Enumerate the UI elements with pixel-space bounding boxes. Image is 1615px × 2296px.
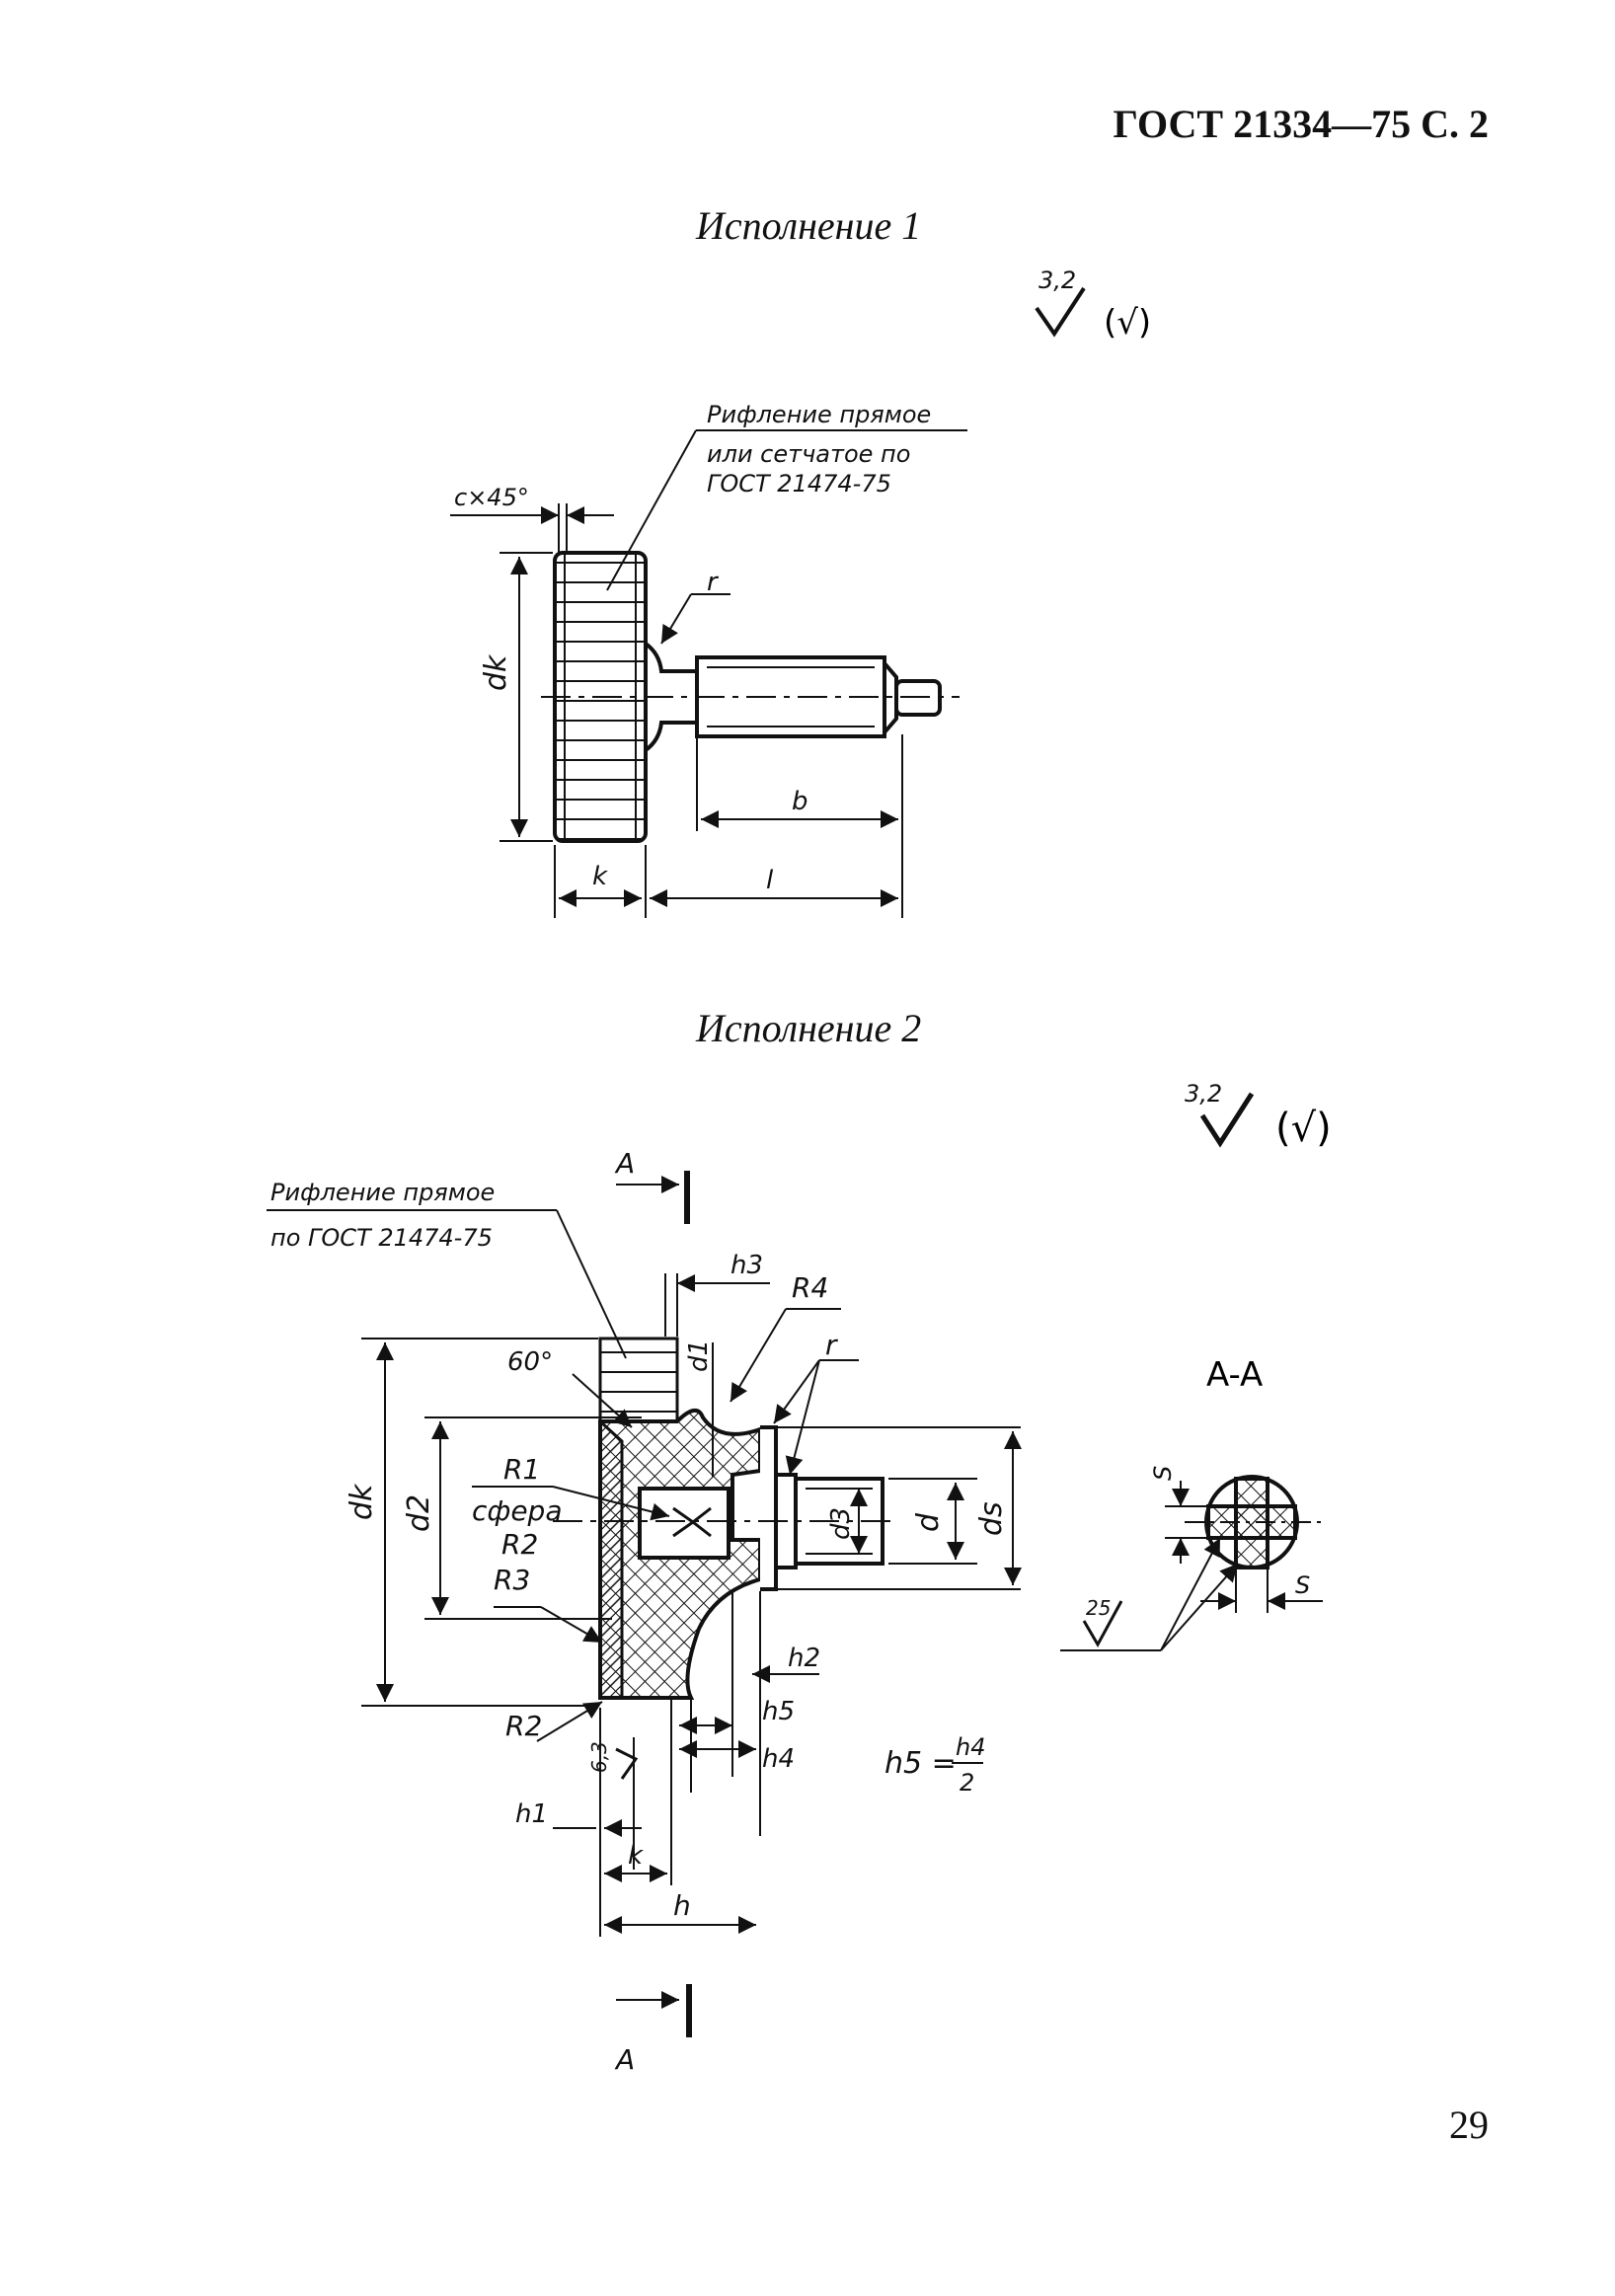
inner-cavity [638, 1487, 731, 1560]
svg-text:d2: d2 [402, 1494, 436, 1532]
formula-h5: h5 = h4 2 [884, 1733, 985, 1797]
svg-text:r: r [707, 568, 720, 597]
svg-text:2: 2 [960, 1769, 974, 1797]
svg-text:A: A [614, 1147, 635, 1180]
svg-text:6,3: 6,3 [587, 1741, 611, 1773]
svg-text:3,2: 3,2 [1185, 1080, 1222, 1108]
section-a-a: A-A S S 25 [1060, 1355, 1323, 1651]
svg-text:3,2: 3,2 [1038, 267, 1076, 294]
svg-text:(√): (√) [1104, 303, 1151, 343]
svg-text:(√): (√) [1275, 1106, 1332, 1151]
svg-text:ds: ds [974, 1501, 1009, 1536]
svg-text:d1: d1 [684, 1339, 714, 1372]
svg-text:Рифление прямое: Рифление прямое [270, 1179, 495, 1206]
svg-text:r: r [825, 1329, 838, 1361]
svg-text:dk: dk [479, 653, 513, 691]
svg-text:R2: R2 [501, 1528, 538, 1561]
svg-text:R4: R4 [792, 1271, 828, 1304]
svg-text:h3: h3 [731, 1251, 763, 1280]
svg-text:d3: d3 [826, 1507, 856, 1540]
svg-text:dk: dk [345, 1483, 379, 1520]
section-mark-top: A [614, 1147, 690, 1224]
svg-text:Рифление прямое: Рифление прямое [707, 401, 931, 428]
svg-text:l: l [766, 866, 774, 895]
svg-text:или сетчатое по: или сетчатое по [707, 440, 910, 468]
variant-1-drawing: 3,2 (√) Рифление прямое или сетчатое по … [450, 267, 1151, 918]
svg-text:h1: h1 [515, 1799, 548, 1829]
roughness-sign-2: 3,2 (√) [1185, 1080, 1332, 1151]
svg-text:c×45°: c×45° [454, 484, 529, 511]
svg-text:A: A [614, 2043, 635, 2076]
svg-text:A-A: A-A [1206, 1355, 1263, 1395]
svg-text:h5: h5 [762, 1697, 795, 1726]
roughness-sign-6-3: 6,3 [587, 1741, 639, 1780]
section-mark-bottom: A [614, 1984, 692, 2076]
roughness-sign-1: 3,2 (√) [1035, 267, 1151, 343]
svg-text:d: d [911, 1512, 946, 1532]
svg-text:S: S [1295, 1571, 1310, 1599]
variant-2-drawing: 3,2 (√) A A Рифление прямое по ГОСТ 2147… [267, 1080, 1332, 2076]
svg-text:k: k [628, 1841, 644, 1871]
svg-text:h5 =: h5 = [884, 1746, 957, 1781]
variant-2-caption: Исполнение 2 [696, 1006, 922, 1050]
svg-text:S: S [1149, 1466, 1177, 1481]
svg-text:по ГОСТ 21474-75: по ГОСТ 21474-75 [270, 1224, 493, 1252]
svg-text:сфера: сфера [472, 1494, 563, 1527]
page-number: 29 [1449, 2103, 1489, 2147]
svg-text:h2: h2 [788, 1644, 820, 1673]
knurl-note-2: Рифление прямое по ГОСТ 21474-75 [267, 1179, 627, 1359]
svg-text:60°: 60° [507, 1347, 553, 1377]
knurl-note-1: Рифление прямое или сетчатое по ГОСТ 214… [606, 401, 967, 591]
svg-text:R3: R3 [494, 1564, 530, 1596]
variant-1-caption: Исполнение 1 [696, 203, 922, 248]
svg-text:R1: R1 [503, 1453, 540, 1486]
svg-text:R2: R2 [505, 1710, 542, 1742]
svg-text:ГОСТ 21474-75: ГОСТ 21474-75 [707, 470, 891, 497]
document-header: ГОСТ 21334—75 С. 2 [1113, 102, 1489, 146]
svg-text:25: 25 [1086, 1596, 1111, 1620]
svg-text:h: h [673, 1889, 691, 1922]
svg-text:b: b [792, 787, 808, 816]
svg-text:h4: h4 [956, 1733, 985, 1761]
svg-text:h4: h4 [762, 1744, 795, 1774]
svg-text:k: k [592, 862, 608, 891]
